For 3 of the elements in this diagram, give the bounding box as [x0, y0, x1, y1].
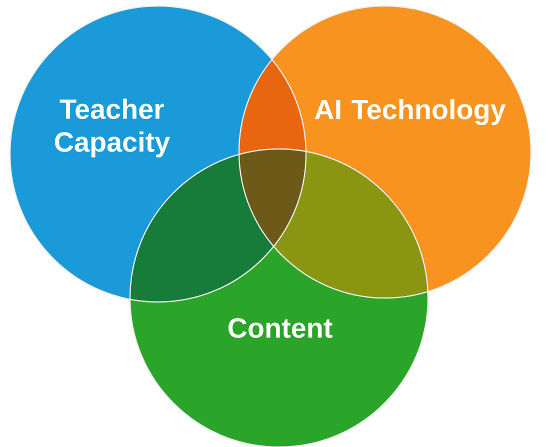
circle-label: AI Technology — [314, 98, 506, 126]
circle-label: Teacher Capacity — [55, 98, 170, 158]
circle-label: Content — [228, 318, 332, 338]
